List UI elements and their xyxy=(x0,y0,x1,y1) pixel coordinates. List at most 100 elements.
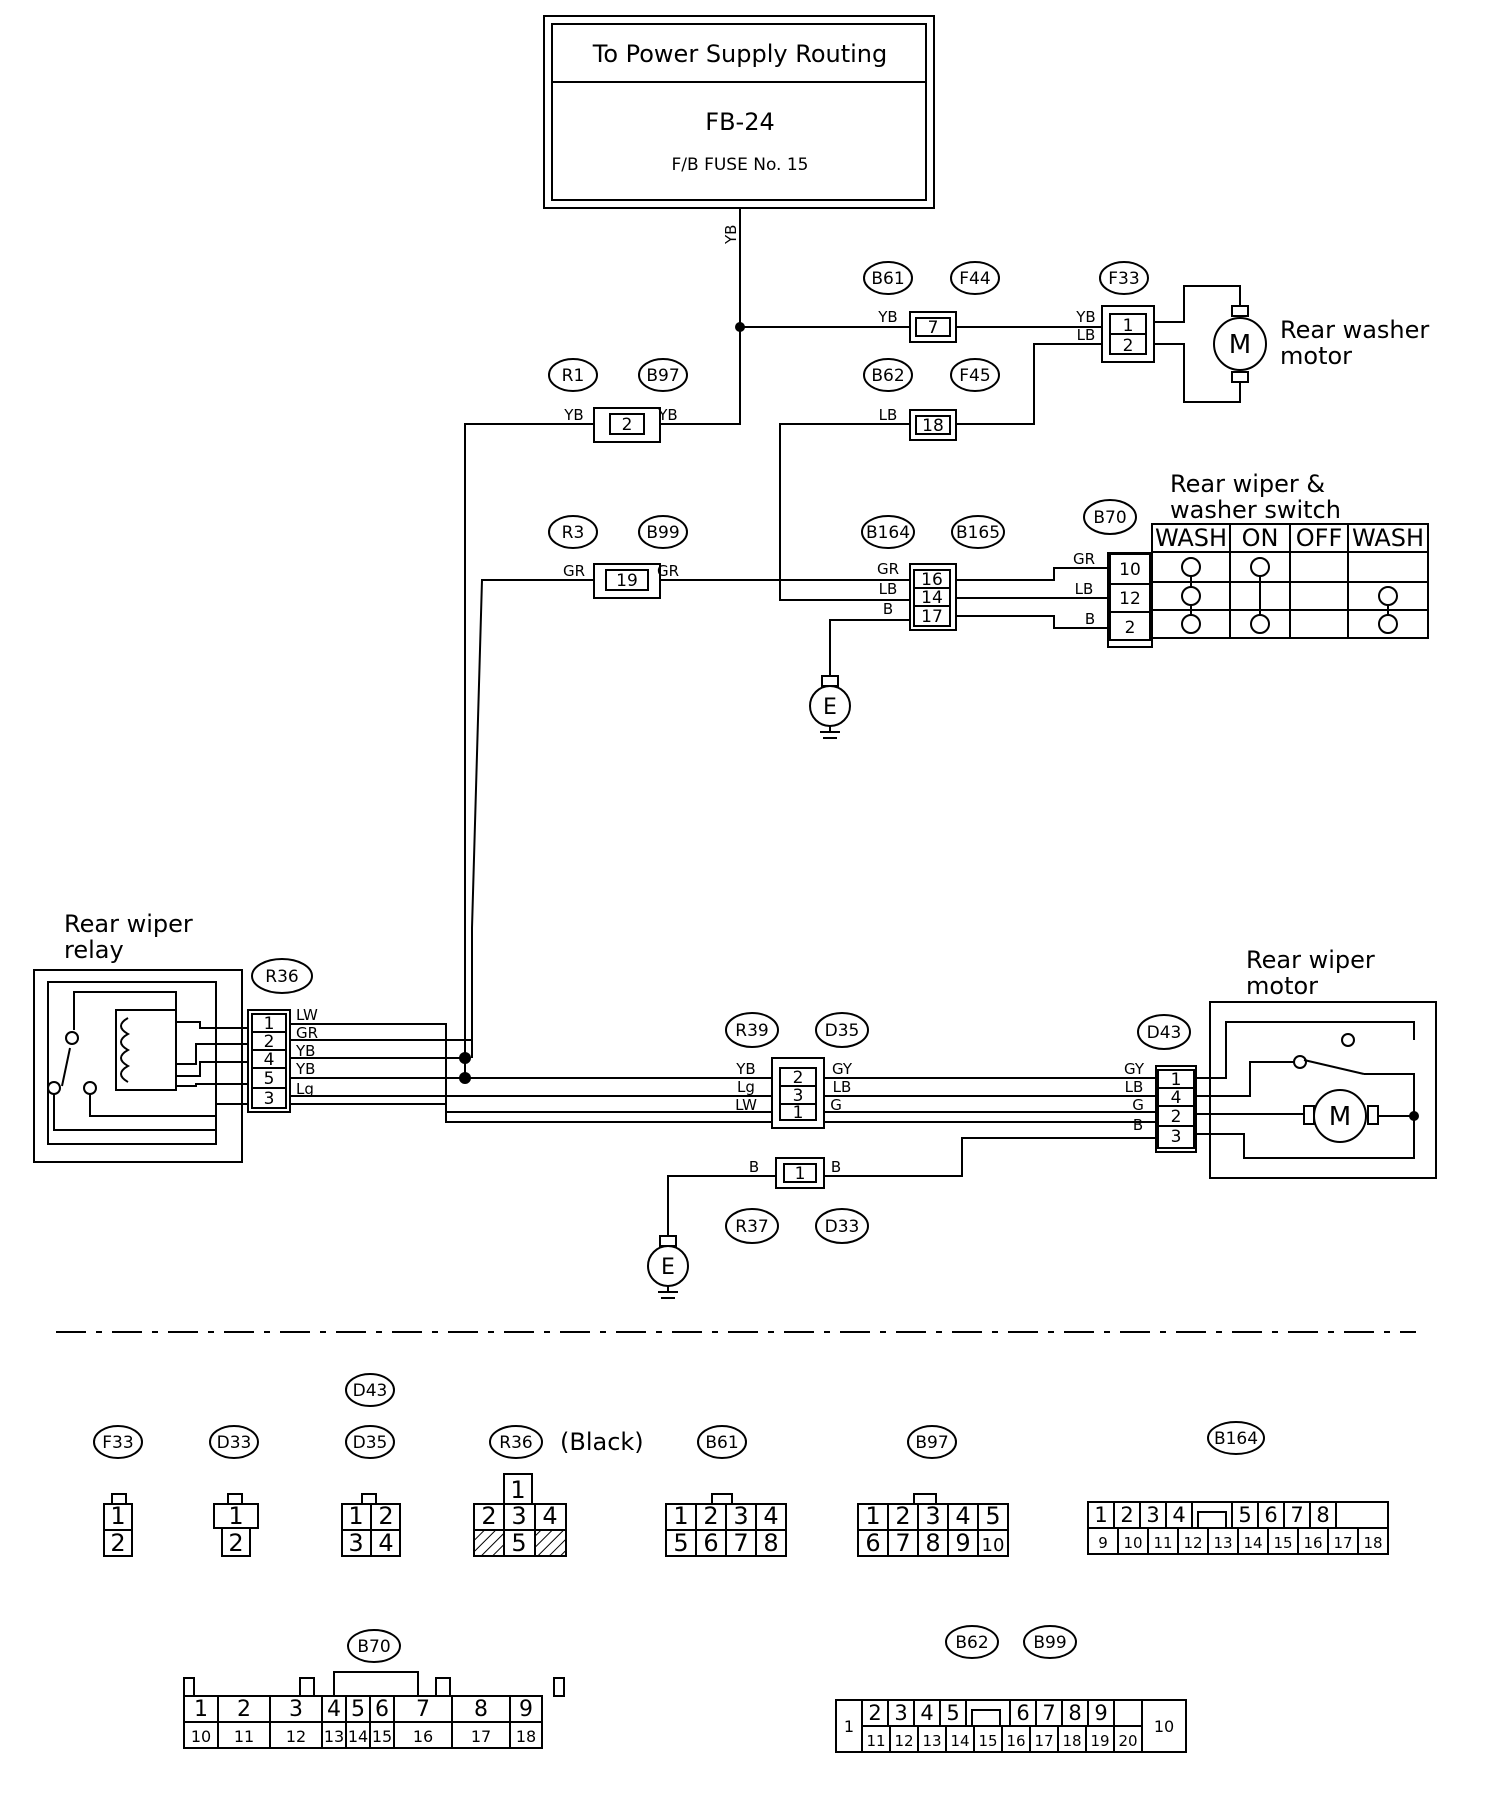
power-box-fuse: F/B FUSE No. 15 xyxy=(672,155,809,175)
legend-b70-pin-15: 15 xyxy=(372,1727,392,1746)
legend-b61-pin-6: 6 xyxy=(703,1529,718,1557)
pin-d43-1: 1 xyxy=(1171,1070,1182,1090)
pin-b164-17: 17 xyxy=(921,607,943,627)
wire-yb-vertical: YB xyxy=(722,225,740,245)
legend-b62-pin-12: 12 xyxy=(894,1732,913,1750)
pin-d43-4: 4 xyxy=(1171,1088,1182,1108)
pin-r37: 1 xyxy=(795,1164,806,1184)
legend-b62-pin-1: 1 xyxy=(844,1717,854,1736)
legend-tag-r36 xyxy=(489,1425,543,1459)
ground-lower: E xyxy=(647,1235,689,1299)
legend-tag-b70 xyxy=(347,1629,401,1663)
legend-r36-pin-2: 2 xyxy=(481,1502,496,1530)
legend-tag-b61-text: B61 xyxy=(705,1433,738,1453)
legend-b62-pin-11: 11 xyxy=(866,1732,885,1750)
legend-b70-pin-1: 1 xyxy=(194,1697,208,1722)
legend-tag-b61 xyxy=(697,1425,747,1459)
rear-washer-motor-label-1: Rear washer xyxy=(1280,316,1429,344)
legend-b61-pin-1: 1 xyxy=(673,1502,688,1530)
pin-r1: 2 xyxy=(622,415,633,435)
wire-label-b164-gr: GR xyxy=(877,560,899,578)
legend-tag-f33-text: F33 xyxy=(102,1433,133,1453)
legend-b97-pin-2: 2 xyxy=(895,1502,910,1530)
connector-r1-b97: R1 B97 2 YB YB xyxy=(548,358,688,443)
tag-r37 xyxy=(725,1208,779,1244)
legend-b164-pin-5: 5 xyxy=(1238,1503,1251,1527)
legend-b70-pin-6: 6 xyxy=(375,1697,389,1722)
legend-b70-pin-13: 13 xyxy=(324,1727,344,1746)
wire-label-b62-lb: LB xyxy=(879,406,898,424)
legend-b62-pin-4: 4 xyxy=(920,1701,933,1725)
tag-r1-text: R1 xyxy=(562,366,585,386)
connector-r3-b99: R3 B99 19 GR GR xyxy=(548,515,688,599)
tag-d35-text: D35 xyxy=(825,1021,860,1041)
legend-r36-pin-5: 5 xyxy=(511,1529,526,1557)
wire-label-r36-yb2: YB xyxy=(295,1060,315,1078)
wire-label-r3-gr-left: GR xyxy=(563,562,585,580)
connector-f33: F33 1 2 YB LB xyxy=(1075,261,1155,363)
legend-d33: D33 1 2 xyxy=(209,1425,259,1557)
legend-b70-pin-7: 7 xyxy=(416,1697,430,1722)
legend-b97: B97 1 2 3 4 5 6 7 8 9 10 xyxy=(857,1425,1009,1557)
tag-b62-text: B62 xyxy=(871,366,904,386)
pin-f33-1: 1 xyxy=(1123,316,1134,336)
legend-b61-pin-7: 7 xyxy=(733,1529,748,1557)
wire-label-d35-g: G xyxy=(830,1096,842,1114)
tag-d43 xyxy=(1137,1014,1191,1050)
pin-f33-2: 2 xyxy=(1123,336,1134,356)
legend-tag-b62 xyxy=(945,1625,999,1659)
tag-b62 xyxy=(863,358,913,392)
legend-b61-pin-8: 8 xyxy=(763,1529,778,1557)
legend-f33: F33 1 2 xyxy=(93,1425,143,1557)
pin-b164-16: 16 xyxy=(921,570,943,590)
legend-b164-pin-15: 15 xyxy=(1273,1534,1292,1552)
tag-r1 xyxy=(548,358,598,392)
power-supply-box: To Power Supply Routing FB-24 F/B FUSE N… xyxy=(543,15,935,209)
legend-tag-b164 xyxy=(1207,1421,1265,1455)
switch-col-off: OFF xyxy=(1296,524,1343,552)
legend-b164-pin-11: 11 xyxy=(1153,1534,1172,1552)
wire-label-d43-gy: GY xyxy=(1124,1060,1145,1078)
legend-f33-pin-2: 2 xyxy=(110,1529,125,1557)
tag-f45 xyxy=(950,358,1000,392)
pin-b62: 18 xyxy=(922,416,944,436)
power-box-code: FB-24 xyxy=(705,108,774,136)
legend-b164-pin-10: 10 xyxy=(1123,1534,1142,1552)
legend-r36: R36 (Black) 1 2 3 4 5 xyxy=(473,1425,644,1557)
wire-label-r36-yb1: YB xyxy=(295,1042,315,1060)
wire-label-b70-gr: GR xyxy=(1073,550,1095,568)
legend-d35-pin-2: 2 xyxy=(378,1502,393,1530)
wire-label-r1-yb-right: YB xyxy=(657,406,677,424)
legend-b70-pin-16: 16 xyxy=(413,1727,433,1746)
wire-label-f33-lb: LB xyxy=(1077,326,1096,344)
legend-b164-pin-8: 8 xyxy=(1316,1503,1329,1527)
legend-d33-pin-2: 2 xyxy=(228,1529,243,1557)
legend-b164-pin-9: 9 xyxy=(1098,1534,1108,1552)
tag-b99-text: B99 xyxy=(646,523,679,543)
wire-label-d43-g: G xyxy=(1132,1096,1144,1114)
wire-label-r37-b: B xyxy=(749,1158,759,1176)
connector-r37-d33: 1 B B R37 D33 xyxy=(667,1137,1156,1244)
rear-wiper-washer-switch: Rear wiper & washer switch B70 10 12 2 G… xyxy=(1073,470,1429,648)
pin-r36-4: 4 xyxy=(264,1050,275,1070)
legend-tag-b97 xyxy=(907,1425,957,1459)
legend-r36-note: (Black) xyxy=(560,1428,644,1456)
legend-b164-pin-2: 2 xyxy=(1120,1503,1133,1527)
tag-b97 xyxy=(638,358,688,392)
tag-f33-text: F33 xyxy=(1108,269,1139,289)
legend-b164-pin-14: 14 xyxy=(1243,1534,1262,1552)
rear-washer-motor-label-2: motor xyxy=(1280,342,1352,370)
legend-d35: D43 D35 1 2 3 4 xyxy=(341,1373,401,1557)
ground-lower-text: E xyxy=(661,1255,675,1280)
pin-r39-1: 1 xyxy=(793,1103,804,1123)
rear-wiper-motor: Rear wiper motor D43 1 4 2 3 GY LB G B M xyxy=(1124,946,1437,1179)
tag-b164 xyxy=(861,515,915,549)
wire-label-r39-yb: YB xyxy=(735,1060,755,1078)
legend-b164-pin-6: 6 xyxy=(1264,1503,1277,1527)
wire-label-b164-lb: LB xyxy=(879,580,898,598)
legend-tag-b99 xyxy=(1023,1625,1077,1659)
legend-b62-pin-14: 14 xyxy=(950,1732,969,1750)
wire-label-b70-lb: LB xyxy=(1075,580,1094,598)
wire-label-d33-b: B xyxy=(831,1158,841,1176)
